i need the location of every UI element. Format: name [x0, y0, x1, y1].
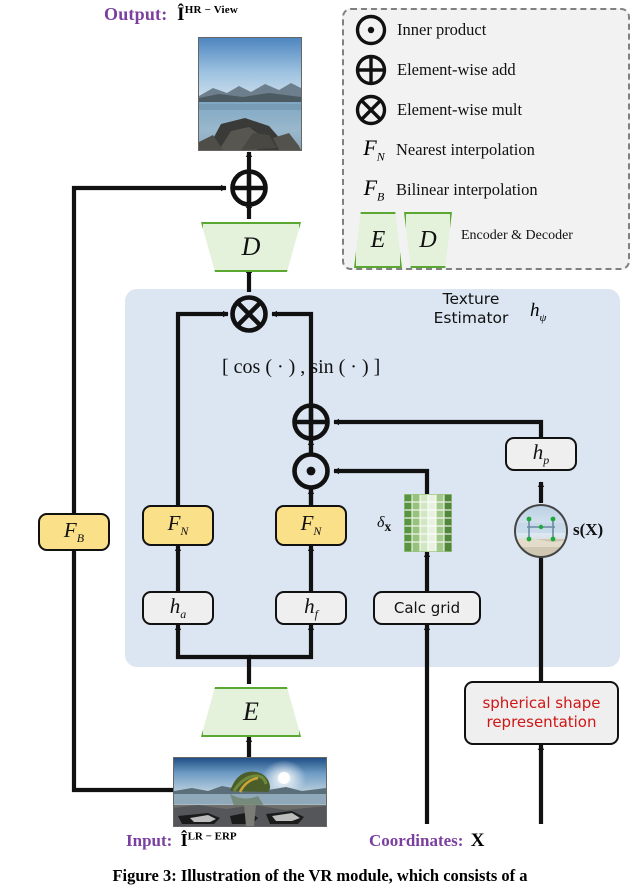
coordinates-label: Coordinates: [369, 831, 464, 850]
encoder-symbol: E [243, 697, 259, 726]
panel-title-line1: Texture [442, 290, 500, 308]
panel-title: Texture Estimator [410, 290, 532, 328]
element-wise-add-op-mid [292, 403, 330, 441]
output-symbol: Î [177, 4, 185, 25]
output-label: Output: [104, 4, 168, 24]
figure-caption: Figure 3: Illustration of the VR module,… [112, 866, 528, 885]
coordinates-symbol: X [470, 830, 485, 851]
f-bilinear-icon: FB [363, 175, 385, 204]
legend-label-encoder-decoder: Encoder & Decoder [461, 228, 573, 243]
legend-item-bilinear-interpolation: FB Bilinear interpolation [344, 170, 628, 210]
legend-label-nearest: Nearest interpolation [396, 140, 535, 159]
h-a-box[interactable]: ha [142, 591, 214, 625]
legend-item-nearest-interpolation: FN Nearest interpolation [344, 130, 628, 170]
inner-product-icon [354, 13, 388, 47]
legend-item-inner-product: Inner product [344, 10, 628, 50]
h-p-box[interactable]: hp [505, 437, 577, 471]
legend-label-element-wise-mult: Element-wise mult [397, 100, 523, 119]
input-lr-erp-image [173, 757, 327, 827]
element-wise-mult-op [230, 295, 268, 333]
legend-item-element-wise-mult: Element-wise mult [344, 90, 628, 130]
legend-item-encoder-decoder: E D Encoder & Decoder [344, 210, 628, 268]
f-bilinear-box[interactable]: FB [38, 513, 110, 551]
output-superscript: HR − View [184, 4, 239, 16]
input-label: Input: [126, 831, 173, 850]
s-of-x-label: s(X) [573, 520, 604, 539]
f-nearest-icon: FN [363, 135, 385, 164]
inner-product-op [292, 452, 330, 490]
cos-sin-label: [ cos ( · ) , sin ( · ) ] [222, 356, 381, 378]
element-wise-add-op-top [230, 169, 268, 207]
legend-label-bilinear: Bilinear interpolation [396, 180, 538, 199]
delta-x-grid-icon [403, 493, 453, 557]
f-nearest-box-left[interactable]: FN [142, 505, 214, 546]
coordinates-title: Coordinates: X [369, 830, 484, 852]
h-f-box[interactable]: hf [275, 591, 347, 625]
spherical-line2: representation [486, 713, 597, 731]
input-symbol: Î [180, 830, 188, 850]
element-wise-add-icon [354, 53, 388, 87]
encoder-block: E [201, 687, 301, 737]
decoder-block: D [201, 222, 301, 272]
input-title: Input: ÎLR − ERP [126, 830, 237, 851]
sphere-icon [513, 503, 569, 564]
output-hr-view-image [198, 37, 302, 151]
spherical-shape-representation-box[interactable]: spherical shape representation [464, 681, 619, 745]
calc-grid-box[interactable]: Calc grid [373, 591, 481, 625]
legend-label-element-wise-add: Element-wise add [397, 60, 516, 79]
input-superscript: LR − ERP [187, 830, 237, 843]
panel-title-line2: Estimator [433, 309, 509, 327]
decoder-symbol: D [241, 232, 261, 261]
element-wise-mult-icon [354, 93, 388, 127]
spherical-line1: spherical shape [482, 694, 601, 712]
encoder-decoder-icon: E D [354, 212, 452, 268]
legend-label-inner-product: Inner product [397, 20, 487, 39]
calc-grid-label: Calc grid [393, 599, 461, 617]
f-nearest-box-mid[interactable]: FN [275, 505, 347, 546]
output-title: Output: ÎHR − View [104, 4, 238, 26]
legend-box: Inner product Element-wise add Eleme [342, 8, 630, 270]
panel-title-math: hψ [530, 300, 547, 324]
legend-item-element-wise-add: Element-wise add [344, 50, 628, 90]
delta-x-label: δx [377, 514, 392, 535]
